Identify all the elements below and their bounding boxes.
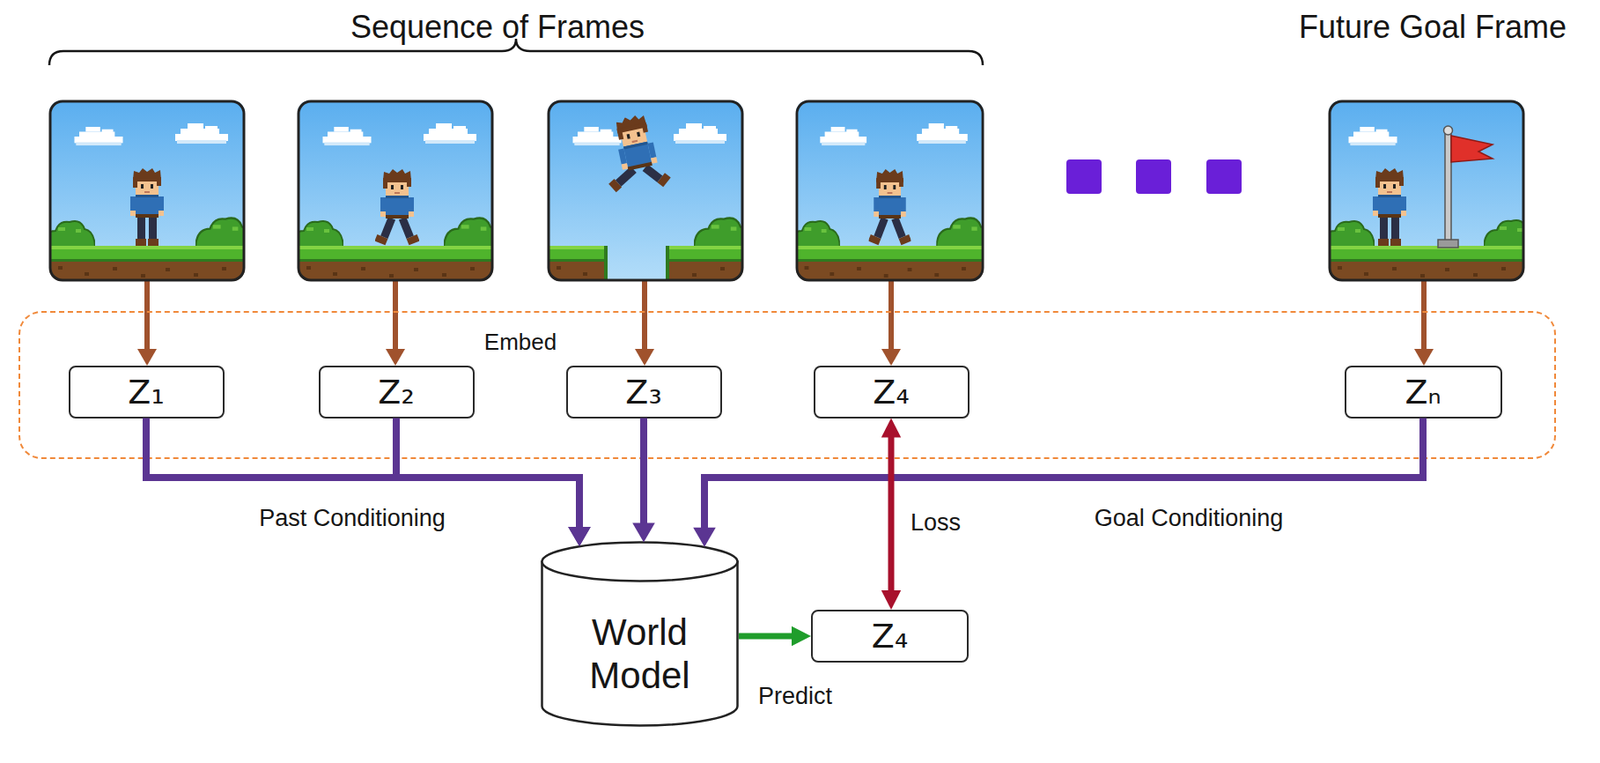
red-flag — [1451, 135, 1493, 163]
game-frame — [796, 100, 984, 281]
game-frame — [297, 100, 494, 281]
world-model-cylinder: World Model — [540, 540, 739, 727]
embedding-box: Zₙ — [1344, 365, 1503, 419]
character-sprite — [374, 169, 420, 245]
embedding-box: Z₃ — [566, 365, 723, 419]
connector-line — [888, 435, 895, 593]
connector-line — [738, 633, 794, 640]
ellipsis-dot — [1135, 159, 1172, 194]
node-label: Z₂ — [377, 375, 414, 409]
node-label: Z₄ — [871, 619, 908, 653]
connector-line — [704, 418, 1424, 530]
embedding-box: Z₄ — [813, 365, 970, 419]
edge-label: Predict — [758, 682, 833, 710]
arrow-head — [881, 418, 901, 438]
connector-line — [640, 418, 648, 525]
edge-label: Loss — [910, 508, 961, 537]
node-label: Z₃ — [625, 375, 662, 409]
ellipsis-dot — [1206, 159, 1242, 194]
goal-frame — [1328, 100, 1525, 281]
node-label: Z₄ — [872, 375, 909, 409]
connector — [881, 418, 901, 611]
edge-label: Goal Conditioning — [1094, 504, 1284, 532]
embedding-box: Z₂ — [318, 365, 475, 419]
arrow-head — [881, 589, 901, 610]
node-label: Zₙ — [1404, 375, 1441, 409]
embed-region: EmbedZ₁ Z₂ Z₃ Z₄ Zₙ — [18, 310, 1556, 459]
character-sprite — [1372, 168, 1407, 246]
node-label: Z₁ — [127, 375, 164, 409]
prediction-box: Z₄ — [811, 609, 969, 663]
edge-label: Past Conditioning — [258, 504, 446, 532]
connector — [693, 418, 1424, 547]
embedding-box: Z₁ — [68, 365, 225, 419]
character-sprite — [596, 110, 673, 199]
cylinder-body — [542, 561, 738, 726]
heading-label: Future Goal Frame — [1298, 8, 1567, 46]
cylinder-top — [542, 542, 738, 582]
character-sprite — [130, 168, 164, 246]
ellipsis-dot — [1066, 159, 1102, 194]
connector — [146, 418, 591, 547]
arrow-head — [567, 526, 591, 546]
arrow-head — [791, 626, 812, 646]
flag-pole — [1445, 132, 1452, 244]
character-sprite — [868, 169, 912, 245]
connector — [738, 626, 812, 646]
region-label: Embed — [484, 328, 557, 356]
game-frame — [547, 100, 744, 281]
node-label: World Model — [556, 611, 724, 697]
embed-arrows — [137, 280, 1434, 366]
arrow-head — [567, 526, 591, 546]
arrow-head — [632, 523, 656, 543]
game-frame — [49, 100, 245, 281]
connector — [632, 418, 656, 543]
heading-label: Sequence of Frames — [350, 8, 645, 46]
arrow-head — [693, 527, 716, 547]
